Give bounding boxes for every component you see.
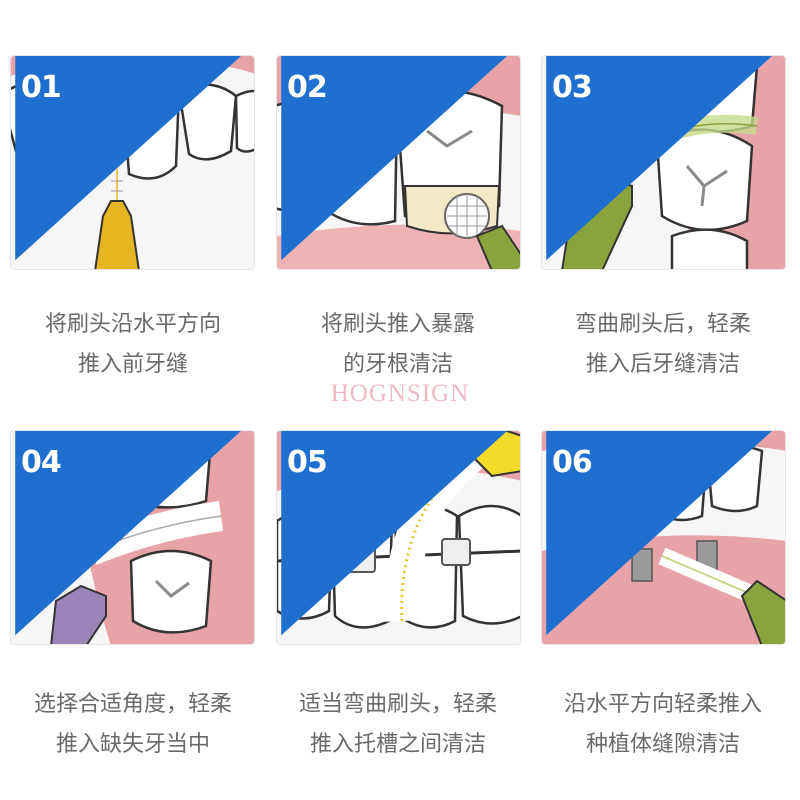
step-01-caption: 将刷头沿水平方向 推入前牙缝 <box>44 312 221 377</box>
step-04-panel: 04 <box>10 430 255 645</box>
step-05-caption: 适当弯曲刷头，轻柔 推入托槽之间清洁 <box>298 692 497 757</box>
step-badge: 03 <box>542 56 772 261</box>
step-badge: 01 <box>11 56 241 261</box>
step-02-panel: 02 <box>276 55 521 270</box>
step-number: 02 <box>287 70 328 105</box>
step-03-caption: 弯曲刷头后，轻柔 推入后牙缝清洁 <box>574 312 751 377</box>
step-06-panel: 06 <box>541 430 786 645</box>
step-06-caption: 沿水平方向轻柔推入 种植体缝隙清洁 <box>563 692 762 757</box>
step-02-caption: 将刷头推入暴露 的牙根清洁 <box>320 312 475 377</box>
step-badge: 06 <box>542 431 772 636</box>
step-number: 03 <box>552 70 593 105</box>
step-number: 05 <box>287 445 328 480</box>
step-01-panel: 01 <box>10 55 255 270</box>
watermark: HOGNSIGN <box>330 380 470 407</box>
step-number: 04 <box>21 445 62 480</box>
step-05-panel: 05 <box>276 430 521 645</box>
step-badge: 05 <box>277 431 507 636</box>
step-badge: 04 <box>11 431 241 636</box>
step-04-caption: 选择合适角度，轻柔 推入缺失牙当中 <box>33 692 232 757</box>
step-03-panel: 03 <box>541 55 786 270</box>
step-badge: 02 <box>277 56 507 261</box>
step-number: 06 <box>552 445 593 480</box>
step-number: 01 <box>21 70 62 105</box>
